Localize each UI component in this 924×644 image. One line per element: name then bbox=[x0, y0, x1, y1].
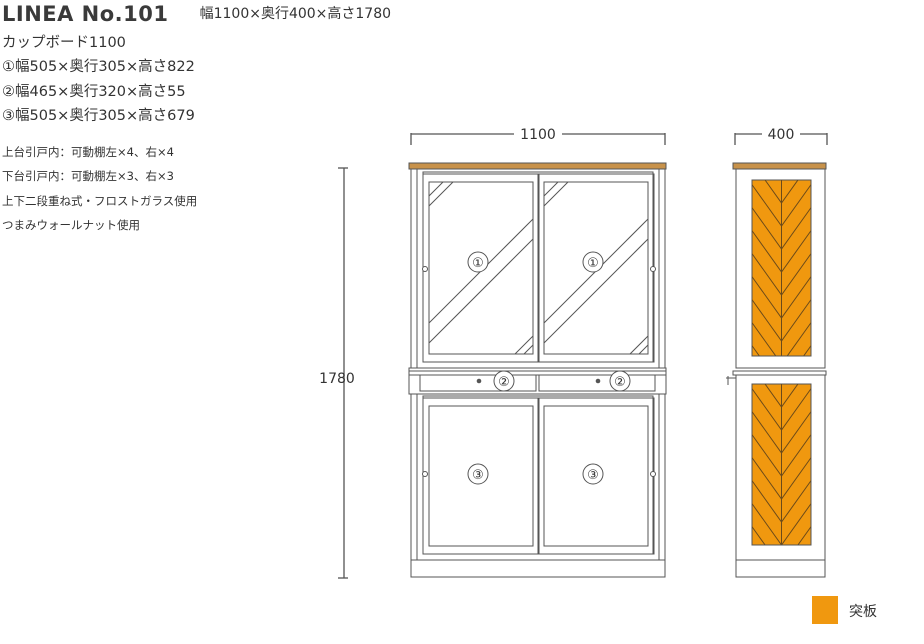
note-construction: 上下二段重ね式・フロストガラス使用 bbox=[2, 193, 198, 208]
part-spec-3: ③幅505×奥行305×高さ679 bbox=[2, 108, 195, 124]
side-view bbox=[726, 162, 827, 591]
legend-label: 突板 bbox=[849, 604, 877, 620]
veneer-chevron bbox=[752, 549, 812, 591]
veneer-chevron bbox=[764, 384, 799, 408]
note-knob: つまみウォールナット使用 bbox=[2, 217, 140, 232]
parts-list: ①幅505×奥行305×高さ822 ②幅465×奥行320×高さ55 ③幅505… bbox=[2, 55, 195, 129]
marker-drawer-left: ② bbox=[498, 375, 510, 390]
veneer-chevron bbox=[764, 180, 799, 204]
veneer-chevron bbox=[752, 456, 811, 500]
model-name: LINEA No.101 bbox=[2, 2, 169, 26]
side-drawer-band bbox=[732, 370, 827, 376]
width-dimension-line bbox=[410, 133, 666, 145]
veneer-chevron bbox=[752, 206, 811, 250]
overall-size: 幅1100×奥行400×高さ1780 bbox=[199, 6, 392, 22]
veneer-chevron bbox=[752, 502, 811, 545]
product-name: カップボード1100 bbox=[2, 35, 126, 51]
veneer-chevron bbox=[780, 180, 783, 181]
depth-label: 400 bbox=[768, 127, 795, 143]
veneer-chevron bbox=[752, 433, 811, 477]
height-dimension-line bbox=[338, 167, 348, 579]
part-spec-2: ②幅465×奥行320×高さ55 bbox=[2, 83, 186, 100]
veneer-chevron bbox=[752, 387, 811, 431]
veneer-chevron bbox=[752, 525, 811, 545]
legend: 突板 bbox=[812, 596, 922, 626]
height-label: 1780 bbox=[319, 371, 355, 387]
veneer-chevron bbox=[752, 479, 811, 523]
marker-drawer-right: ② bbox=[614, 375, 626, 390]
knob-icons bbox=[422, 266, 656, 477]
marker-upper-left: ① bbox=[472, 256, 484, 271]
notes-list: 上台引戸内：可動棚左×4、右×4 下台引戸内：可動棚左×3、右×3 上下二段重ね… bbox=[2, 144, 197, 241]
veneer-chevron bbox=[752, 321, 811, 356]
front-plinth bbox=[410, 559, 666, 578]
veneer-chevron bbox=[752, 252, 811, 296]
marker-lower-right: ③ bbox=[587, 468, 599, 483]
front-top-board bbox=[408, 162, 667, 170]
drawer-knob-icons bbox=[476, 378, 601, 384]
veneer-chevron bbox=[752, 275, 811, 319]
veneer-chevron bbox=[752, 298, 811, 342]
marker-lower-left: ③ bbox=[472, 468, 484, 483]
drawer-right bbox=[538, 374, 656, 392]
side-top-board bbox=[732, 162, 827, 170]
side-knob-icon bbox=[726, 376, 736, 385]
part-spec-1: ①幅505×奥行305×高さ822 bbox=[2, 59, 195, 75]
veneer-chevron bbox=[752, 410, 811, 454]
veneer-chevron bbox=[752, 183, 811, 227]
width-label: 1100 bbox=[520, 127, 556, 143]
note-upper-shelves: 上台引戸内：可動棚左×4、右×4 bbox=[2, 145, 174, 159]
note-lower-shelves: 下台引戸内：可動棚左×3、右×3 bbox=[2, 169, 174, 184]
side-plinth bbox=[735, 559, 826, 578]
marker-upper-right: ① bbox=[587, 256, 599, 271]
title-row: LINEA No.101 幅1100×奥行400×高さ1780 bbox=[2, 2, 391, 28]
part-marker-circles bbox=[467, 251, 631, 485]
veneer-swatch bbox=[812, 596, 838, 624]
front-view bbox=[408, 162, 667, 578]
veneer-chevron bbox=[752, 229, 811, 273]
drawer-left bbox=[419, 374, 537, 392]
depth-dimension-line bbox=[734, 133, 828, 145]
